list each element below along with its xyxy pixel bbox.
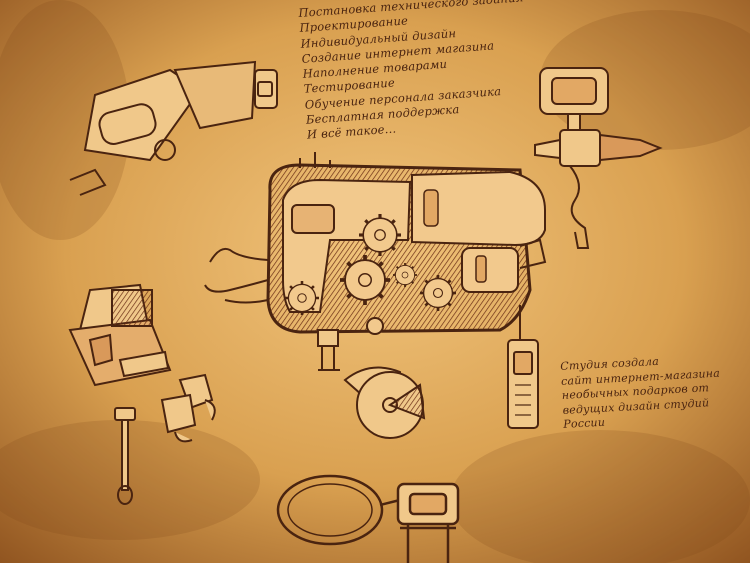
cash-register-sketch [68,283,172,387]
phone-sketch [507,305,539,429]
drill-sketch [534,67,663,249]
magnifier-sketch [276,474,460,563]
studio-credit-note: Студия создала сайт интернет-магазина не… [560,352,723,433]
gear-machine-sketch [204,152,547,371]
saw-blade-sketch [343,366,426,439]
goggles-sketch [69,60,278,196]
services-list-note: Постановка технического задания Проектир… [298,0,533,143]
stamp-and-cane-sketch [114,373,216,505]
